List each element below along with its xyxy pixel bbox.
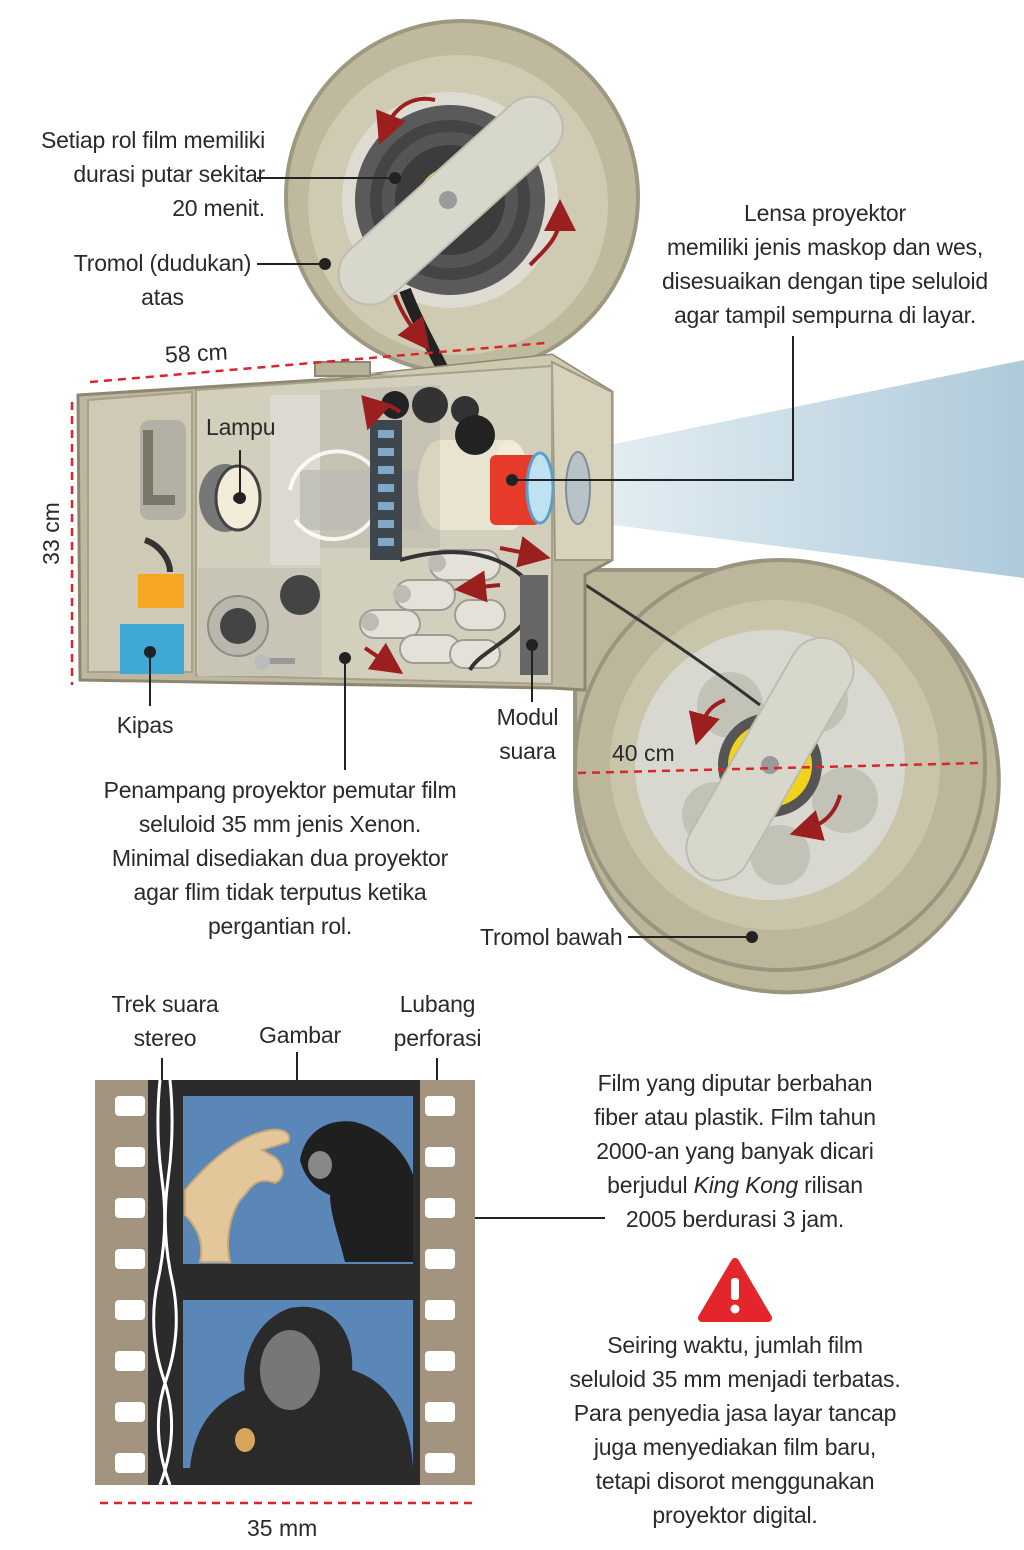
label-picture: Gambar — [259, 1022, 341, 1048]
label-cross-section: Penampang proyektor pemutar film seluloi… — [103, 777, 457, 939]
label-perforation: Lubang perforasi — [393, 991, 482, 1051]
projector-body — [76, 353, 614, 692]
label-lens: Lensa proyektor memiliki jenis maskop da… — [661, 200, 989, 328]
label-warning: Seiring waktu, jumlah film seluloid 35 m… — [569, 1332, 901, 1528]
rotation-arrow-icon — [288, 449, 377, 542]
label-lamp: Lampu — [206, 414, 276, 440]
lower-reel — [573, 558, 1001, 995]
label-film-material: Film yang diputar berbahan fiber atau pl… — [594, 1070, 876, 1232]
warning-triangle-icon — [698, 1258, 772, 1322]
light-beam — [575, 360, 1024, 578]
label-sound-module: Modul suara — [496, 704, 559, 764]
label-upper-drum: Tromol (dudukan) atas — [73, 250, 252, 310]
dimension-width: 58 cm — [164, 338, 229, 368]
label-lower-drum: Tromol bawah — [480, 924, 623, 950]
dimension-lines — [70, 341, 981, 1505]
label-reel-duration: Setiap rol film memiliki durasi putar se… — [41, 127, 265, 221]
label-stereo-track: Trek suara stereo — [111, 991, 219, 1051]
dimension-film: 35 mm — [247, 1515, 318, 1541]
movie-title: King Kong — [693, 1172, 799, 1198]
label-fan: Kipas — [116, 712, 174, 738]
rotation-arrows — [361, 96, 842, 841]
film-strip — [95, 1079, 475, 1486]
dimension-height: 33 cm — [37, 502, 64, 565]
upper-reel — [284, 19, 640, 375]
dimension-reel: 40 cm — [612, 740, 675, 766]
